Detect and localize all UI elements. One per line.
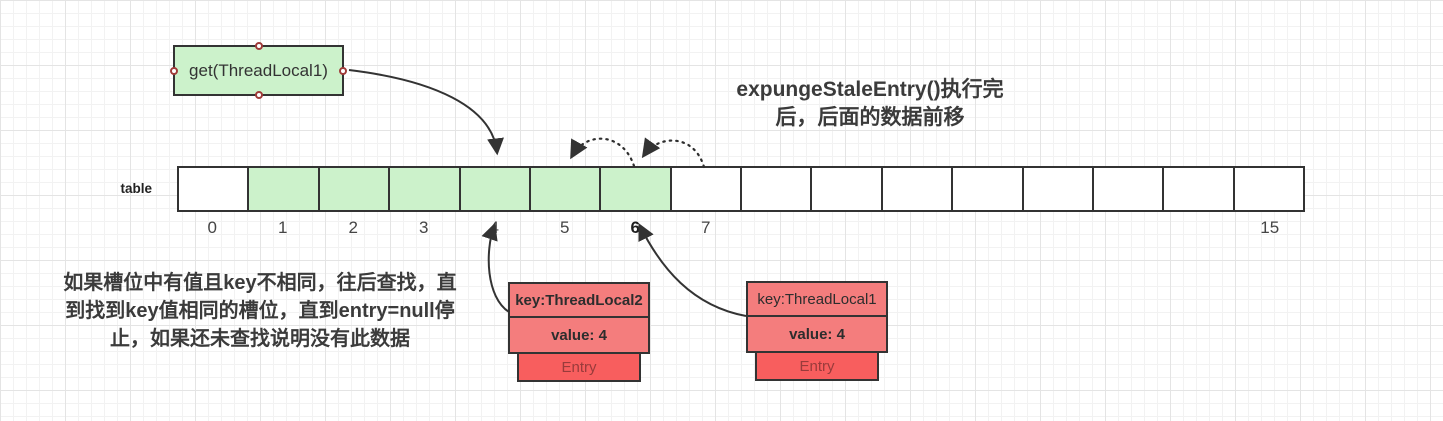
table-cell-10[interactable] <box>882 168 954 210</box>
entry2-value-box[interactable]: value: 4 <box>508 316 650 354</box>
index-label-1: 1 <box>278 218 288 237</box>
table-cell-11[interactable] <box>953 168 1024 210</box>
dotted-arrow-slot7-to-slot6 <box>641 137 706 169</box>
index-label-9 <box>812 218 883 238</box>
index-label-10 <box>882 218 953 238</box>
entry2-key-box[interactable]: key:ThreadLocal2 <box>508 282 650 318</box>
index-label-3: 3 <box>419 218 429 237</box>
table-cell-12[interactable] <box>1023 168 1094 210</box>
index-label-13 <box>1094 218 1165 238</box>
entry-stack-threadlocal1[interactable]: key:ThreadLocal1 value: 4 Entry <box>746 281 888 381</box>
index-label-6: 6 <box>630 218 640 237</box>
index-label-15: 15 <box>1260 218 1280 237</box>
headline-text[interactable]: expungeStaleEntry()执行完 后，后面的数据前移 <box>655 76 1085 132</box>
get-threadlocal-box[interactable]: get(ThreadLocal1) <box>170 42 347 99</box>
note-line-3: 止，如果还未查找说明没有此数据 <box>110 328 410 350</box>
selection-handle-top-icon[interactable] <box>254 42 263 50</box>
table-cell-9[interactable] <box>812 168 883 210</box>
selection-handle-bottom-icon[interactable] <box>254 91 263 99</box>
table-cell-13[interactable] <box>1093 168 1165 210</box>
headline-line-2: 后，后面的数据前移 <box>775 106 965 129</box>
table-cell-6[interactable] <box>601 168 672 210</box>
entry2-entry-box[interactable]: Entry <box>517 352 641 382</box>
table-cell-7[interactable] <box>671 168 742 210</box>
selection-handle-right-icon[interactable] <box>339 66 347 75</box>
arrow-entry2-to-slot4 <box>481 222 510 313</box>
index-label-8 <box>741 218 812 238</box>
index-label-5: 5 <box>560 218 570 237</box>
dotted-arrow-slot6-to-slot5 <box>570 137 636 168</box>
arrow-entry1-to-slot6 <box>638 222 747 317</box>
entry1-key-box[interactable]: key:ThreadLocal1 <box>746 281 888 317</box>
selection-handle-left-icon[interactable] <box>170 66 178 75</box>
entry-stack-threadlocal2[interactable]: key:ThreadLocal2 value: 4 Entry <box>508 282 650 382</box>
entry1-value-box[interactable]: value: 4 <box>746 315 888 353</box>
index-label-7: 7 <box>701 218 711 237</box>
index-label-0: 0 <box>207 218 217 237</box>
table-cell-14[interactable] <box>1164 168 1235 210</box>
arrow-get-to-slot4 <box>348 69 504 156</box>
note-line-1: 如果槽位中有值且key不相同，往后查找，直 <box>63 272 457 294</box>
entry1-entry-box[interactable]: Entry <box>755 351 879 381</box>
table-cell-3[interactable] <box>390 168 461 210</box>
index-label-2: 2 <box>348 218 358 237</box>
table-cell-15[interactable] <box>1234 168 1303 210</box>
array-row[interactable] <box>177 166 1305 212</box>
headline-line-1: expungeStaleEntry()执行完 <box>736 78 1004 101</box>
table-cell-8[interactable] <box>742 168 813 210</box>
note-line-2: 到找到key值相同的槽位，直到entry=null停 <box>65 300 455 322</box>
index-row: 0 1 2 3 4 5 6 7 15 <box>177 218 1305 238</box>
index-label-4: 4 <box>489 218 499 237</box>
table-cell-2[interactable] <box>319 168 391 210</box>
table-cell-1[interactable] <box>249 168 320 210</box>
index-label-14 <box>1164 218 1235 238</box>
get-threadlocal-label: get(ThreadLocal1) <box>189 60 328 80</box>
table-cell-4[interactable] <box>460 168 531 210</box>
index-label-12 <box>1023 218 1094 238</box>
index-label-11 <box>953 218 1024 238</box>
table-cell-0[interactable] <box>179 168 250 210</box>
table-label: table <box>120 181 152 196</box>
table-cell-5[interactable] <box>530 168 602 210</box>
note-text[interactable]: 如果槽位中有值且key不相同，往后查找，直 到找到key值相同的槽位，直到ent… <box>30 269 490 353</box>
